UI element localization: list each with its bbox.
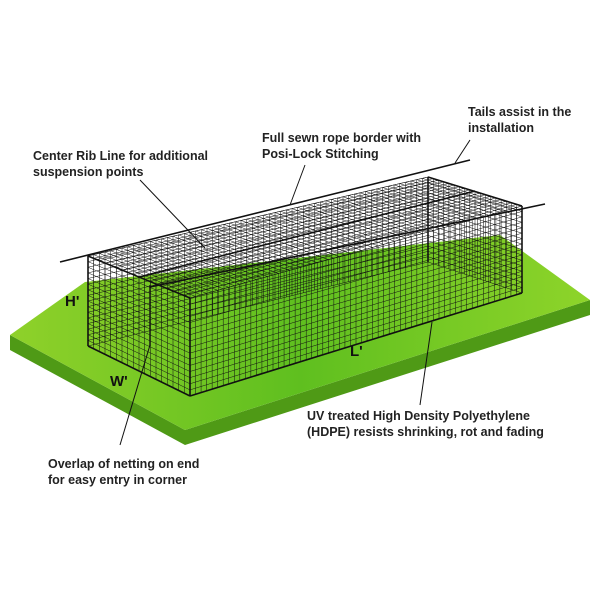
- front-face-mesh: [189, 287, 523, 391]
- hdpe-label-line1: UV treated High Density Polyethylene: [307, 409, 530, 423]
- rope-border-label-line1: Full sewn rope border with: [262, 131, 422, 145]
- right-end-face-mesh: [427, 245, 523, 277]
- front-face-mesh: [189, 260, 523, 360]
- overlap-label-line2: for easy entry in corner: [48, 473, 187, 487]
- top-face-mesh: [104, 181, 444, 264]
- right-end-face-mesh: [427, 192, 523, 223]
- front-face-mesh: [189, 211, 523, 305]
- left-end-face-mesh: [87, 300, 191, 348]
- left-end-face-mesh: [87, 272, 191, 317]
- top-face-mesh: [93, 178, 434, 259]
- front-face-mesh: [189, 254, 523, 354]
- right-end-face-mesh: [427, 251, 523, 283]
- front-face-mesh: [189, 216, 523, 311]
- right-end-face-mesh: [427, 240, 523, 272]
- left-end-face-mesh: [87, 283, 191, 329]
- frame-edge: [189, 292, 523, 397]
- front-face-mesh: [189, 281, 523, 384]
- center-rib-line: [138, 190, 476, 278]
- top-face-mesh: [121, 186, 460, 271]
- top-face-mesh: [133, 189, 470, 275]
- tails-label-line2: installation: [468, 121, 534, 135]
- netting: [59, 159, 546, 397]
- left-end-face-mesh: [87, 323, 191, 372]
- length-dimension: L': [350, 343, 363, 360]
- front-face-mesh: [189, 238, 523, 335]
- back-face-mesh: [87, 182, 429, 262]
- center-rib-label: Center Rib Line for additional suspensio…: [33, 148, 208, 180]
- frame-edge: [87, 345, 191, 397]
- front-face-mesh: [189, 243, 523, 342]
- left-end-face-mesh: [87, 261, 191, 305]
- right-end-face-mesh: [427, 208, 523, 239]
- rope-border-label-line2: Posi-Lock Stitching: [262, 147, 379, 161]
- left-end-face-mesh: [87, 278, 191, 323]
- left-end-face-mesh: [87, 267, 191, 311]
- left-end-face-mesh: [87, 312, 191, 360]
- left-end-face-mesh: [87, 334, 191, 384]
- top-face-mesh: [144, 192, 481, 280]
- hdpe-label: UV treated High Density Polyethylene (HD…: [307, 408, 544, 440]
- left-end-face-mesh: [87, 317, 191, 366]
- overlap-label: Overlap of netting on end for easy entry…: [48, 456, 199, 488]
- front-face-mesh: [189, 205, 523, 299]
- left-end-face-mesh: [87, 340, 191, 391]
- right-end-face-mesh: [427, 235, 523, 267]
- right-end-face-mesh: [427, 229, 523, 261]
- leader-lines: [119, 139, 471, 446]
- front-face-mesh: [189, 249, 523, 348]
- top-face-mesh: [99, 179, 439, 261]
- left-end-face-mesh: [87, 306, 191, 354]
- top-face-mesh: [110, 183, 449, 266]
- width-dimension: W': [110, 373, 128, 390]
- height-dimension: H': [65, 293, 80, 310]
- top-face-mesh: [87, 176, 429, 257]
- front-face-mesh: [189, 265, 523, 366]
- back-face-mesh: [87, 187, 429, 268]
- hdpe-label-line2: (HDPE) resists shrinking, rot and fading: [307, 425, 544, 439]
- front-face-mesh: [189, 271, 523, 372]
- right-end-face-mesh: [427, 213, 523, 245]
- tails-label-line1: Tails assist in the: [468, 105, 572, 119]
- rope-border-back: [59, 159, 471, 263]
- overlap-label-line1: Overlap of netting on end: [48, 457, 200, 471]
- left-end-face-mesh: [87, 289, 191, 335]
- front-face-mesh: [189, 232, 523, 329]
- right-end-face-mesh: [427, 261, 523, 294]
- right-end-face-mesh: [427, 256, 523, 288]
- right-end-face-mesh: [427, 182, 523, 212]
- left-end-face-mesh: [87, 328, 191, 378]
- front-face-mesh: [189, 222, 523, 317]
- left-end-face-mesh: [87, 295, 191, 342]
- rope-border-label: Full sewn rope border with Posi-Lock Sti…: [262, 130, 421, 162]
- top-face-mesh: [116, 184, 455, 268]
- right-end-face-mesh: [427, 198, 523, 228]
- front-face-mesh: [189, 227, 523, 323]
- center-rib-label-line1: Center Rib Line for additional: [33, 149, 209, 163]
- center-rib-label-line2: suspension points: [33, 165, 144, 179]
- rope-border-front: [149, 203, 546, 288]
- top-face-mesh: [127, 188, 465, 273]
- front-face-mesh: [189, 276, 523, 378]
- right-end-face-mesh: [427, 224, 523, 256]
- tails-label: Tails assist in the installation: [468, 104, 571, 136]
